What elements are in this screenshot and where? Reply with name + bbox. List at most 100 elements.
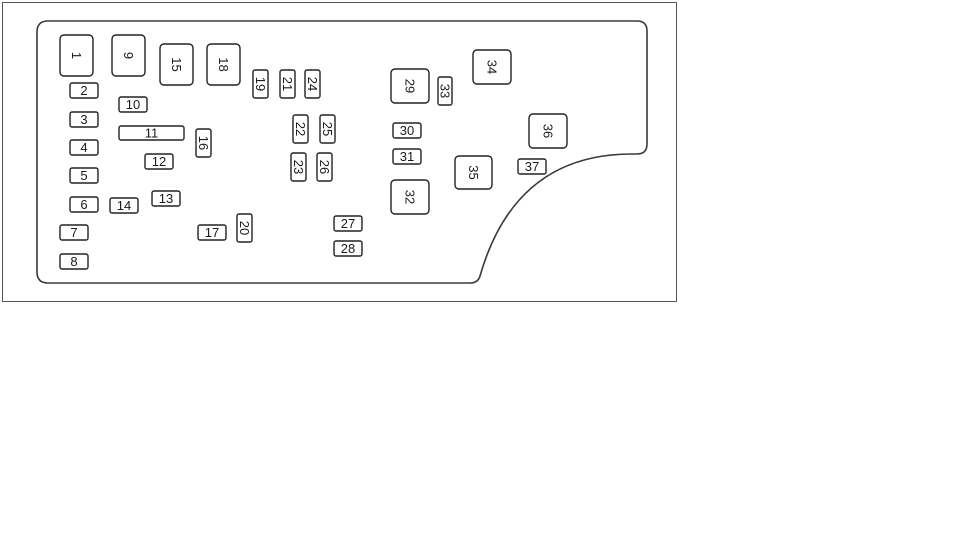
fuse-28-box [333, 240, 363, 257]
fuse-33-label: 33 [438, 84, 453, 98]
fuse-6-label: 6 [80, 197, 87, 212]
fuse-26-label: 26 [317, 160, 332, 174]
fuse-29-box [390, 68, 430, 104]
fuse-32: 32 [390, 179, 430, 215]
fuse-9-label: 9 [121, 52, 136, 59]
fuse-17: 17 [197, 224, 227, 241]
fuse-18: 18 [206, 43, 241, 86]
fuse-28: 28 [333, 240, 363, 257]
fuse-14: 14 [109, 197, 139, 214]
fuse-8-box [59, 253, 89, 270]
fuse-7-box [59, 224, 89, 241]
fuse-18-label: 18 [216, 57, 231, 71]
fuse-22: 22 [292, 114, 309, 144]
fuse-32-box [390, 179, 430, 215]
fuse-31-box [392, 148, 422, 165]
fuse-36: 36 [528, 113, 568, 149]
fuse-34-label: 34 [485, 60, 500, 74]
fuse-37-box [517, 158, 547, 175]
fuse-30-box [392, 122, 422, 139]
fuse-27-label: 27 [341, 216, 355, 231]
fuse-3: 3 [69, 111, 99, 128]
fuse-14-label: 14 [117, 198, 131, 213]
fuse-34-box [472, 49, 512, 85]
fuse-25-box [319, 114, 336, 144]
fuse-22-box [292, 114, 309, 144]
fuse-10-label: 10 [126, 97, 140, 112]
fuse-19-label: 19 [253, 77, 268, 91]
fuse-3-label: 3 [80, 112, 87, 127]
fuse-3-box [69, 111, 99, 128]
fuse-23-label: 23 [291, 160, 306, 174]
fuse-35-label: 35 [466, 165, 481, 179]
fuse-13-label: 13 [159, 191, 173, 206]
fuse-33: 33 [437, 76, 453, 106]
fuse-29: 29 [390, 68, 430, 104]
fuse-1: 1 [59, 34, 94, 77]
fuse-12: 12 [144, 153, 174, 170]
fuse-24: 24 [304, 69, 321, 99]
fuse-4-label: 4 [80, 140, 87, 155]
fuse-36-box [528, 113, 568, 149]
fuse-20-label: 20 [237, 221, 252, 235]
fuse-8-label: 8 [70, 254, 77, 269]
fuse-37: 37 [517, 158, 547, 175]
fuse-17-box [197, 224, 227, 241]
fuse-26: 26 [316, 152, 333, 182]
fuse-15: 15 [159, 43, 194, 86]
fuse-31: 31 [392, 148, 422, 165]
fuse-29-label: 29 [403, 79, 418, 93]
fuse-5-box [69, 167, 99, 184]
fuse-22-label: 22 [293, 122, 308, 136]
fuse-2: 2 [69, 82, 99, 99]
fuse-11-label: 11 [145, 126, 159, 141]
fuse-35-box [454, 155, 493, 190]
fuse-37-label: 37 [525, 159, 539, 174]
fuse-13-box [151, 190, 181, 207]
fuse-25: 25 [319, 114, 336, 144]
fuse-5-label: 5 [80, 168, 87, 183]
fuse-25-label: 25 [320, 122, 335, 136]
fuse-28-label: 28 [341, 241, 355, 256]
fuse-6-box [69, 196, 99, 213]
fuse-31-label: 31 [400, 149, 414, 164]
fuse-layer: 1234567891011121314151617181920212223242… [59, 34, 568, 270]
fuse-32-label: 32 [403, 190, 418, 204]
fuse-1-box [59, 34, 94, 77]
fuse-10: 10 [118, 96, 148, 113]
fuse-23-box [290, 152, 307, 182]
fuse-33-box [437, 76, 453, 106]
fuse-27-box [333, 215, 363, 232]
fuse-20-box [236, 213, 253, 243]
fuse-2-label: 2 [80, 83, 87, 98]
fuse-2-box [69, 82, 99, 99]
fuse-36-label: 36 [541, 124, 556, 138]
fuse-13: 13 [151, 190, 181, 207]
fuse-20: 20 [236, 213, 253, 243]
fuse-30-label: 30 [400, 123, 414, 138]
fuse-34: 34 [472, 49, 512, 85]
fuse-21: 21 [279, 69, 296, 99]
fuse-12-box [144, 153, 174, 170]
fuse-5: 5 [69, 167, 99, 184]
fuse-15-label: 15 [169, 57, 184, 71]
fuse-23: 23 [290, 152, 307, 182]
fuse-26-box [316, 152, 333, 182]
fuse-19: 19 [252, 69, 269, 99]
fuse-4: 4 [69, 139, 99, 156]
fuse-21-label: 21 [280, 77, 295, 91]
fuse-27: 27 [333, 215, 363, 232]
fuse-9: 9 [111, 34, 146, 77]
fuse-15-box [159, 43, 194, 86]
fuse-7-label: 7 [70, 225, 77, 240]
fuse-8: 8 [59, 253, 89, 270]
fuse-21-box [279, 69, 296, 99]
fuse-19-box [252, 69, 269, 99]
fuse-16-label: 16 [196, 136, 211, 150]
fuse-17-label: 17 [205, 225, 219, 240]
fuse-9-box [111, 34, 146, 77]
fuse-6: 6 [69, 196, 99, 213]
fuse-30: 30 [392, 122, 422, 139]
fuse-35: 35 [454, 155, 493, 190]
